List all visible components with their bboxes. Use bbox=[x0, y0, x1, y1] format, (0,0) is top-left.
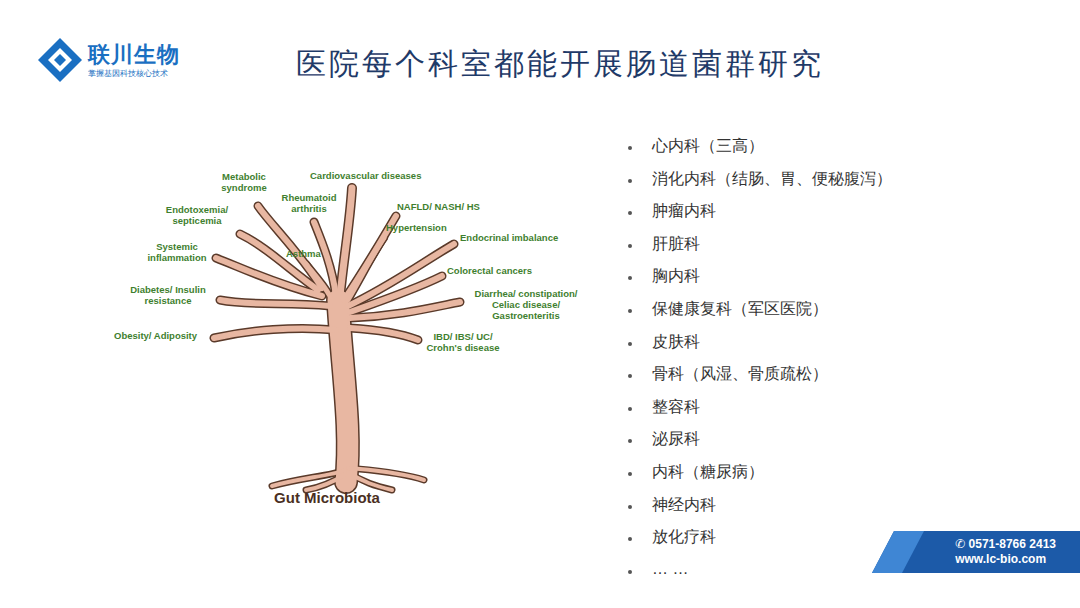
bullet-dot bbox=[628, 244, 632, 248]
logo-name: 联川生物 bbox=[88, 40, 208, 70]
bullet-dot bbox=[628, 537, 632, 541]
list-item: 心内科（三高） bbox=[652, 136, 764, 157]
disease-label: Systemic inflammation bbox=[142, 242, 212, 264]
disease-label: Rheumatoid arthritis bbox=[278, 193, 340, 215]
logo-icon bbox=[38, 38, 82, 82]
bullet-dot bbox=[628, 570, 632, 574]
bullet-dot bbox=[628, 146, 632, 150]
bullet-dot bbox=[628, 211, 632, 215]
tree-root-label: Gut Microbiota bbox=[252, 489, 402, 506]
list-item: 神经内科 bbox=[652, 495, 716, 516]
list-item: 皮肤科 bbox=[652, 332, 700, 353]
bullet-dot bbox=[628, 439, 632, 443]
bullet-dot bbox=[628, 179, 632, 183]
bullet-dot bbox=[628, 374, 632, 378]
list-item: 内科（糖尿病） bbox=[652, 462, 764, 483]
disease-label: Cardiovascular diseases bbox=[310, 171, 434, 182]
list-item: 肿瘤内科 bbox=[652, 201, 716, 222]
list-item: 泌尿科 bbox=[652, 429, 700, 450]
disease-label: Colorectal cancers bbox=[447, 266, 547, 277]
disease-label: Metabolic syndrome bbox=[215, 172, 273, 194]
bullet-dot bbox=[628, 505, 632, 509]
disease-label: Diarrhea/ constipation/ Celiac disease/ … bbox=[465, 289, 587, 322]
disease-label: Hypertension bbox=[386, 223, 466, 234]
list-item: … … bbox=[652, 560, 688, 578]
bullet-dot bbox=[628, 472, 632, 476]
disease-label: Asthma bbox=[286, 249, 326, 260]
list-item: 整容科 bbox=[652, 397, 700, 418]
phone-number: ✆ 0571-8766 2413 bbox=[955, 537, 1056, 552]
list-item: 肝脏科 bbox=[652, 234, 700, 255]
list-item: 放化疗科 bbox=[652, 527, 716, 548]
list-item: 骨科（风湿、骨质疏松） bbox=[652, 364, 828, 385]
website: www.lc-bio.com bbox=[955, 552, 1056, 567]
bullet-dot bbox=[628, 276, 632, 280]
list-item: 保健康复科（军区医院） bbox=[652, 299, 828, 320]
logo-slogan: 掌握基因科技核心技术 bbox=[88, 68, 228, 79]
disease-label: Obesity/ Adiposity bbox=[114, 331, 214, 342]
contact-text: ✆ 0571-8766 2413www.lc-bio.com bbox=[955, 537, 1056, 567]
disease-label: IBD/ IBS/ UC/ Crohn's disease bbox=[422, 332, 504, 354]
bullet-dot bbox=[628, 342, 632, 346]
list-item: 消化内科（结肠、胃、便秘腹泻） bbox=[652, 169, 892, 190]
disease-label: Diabetes/ Insulin resistance bbox=[122, 285, 214, 307]
bullet-dot bbox=[628, 407, 632, 411]
list-item: 胸内科 bbox=[652, 266, 700, 287]
contact-band: ✆ 0571-8766 2413www.lc-bio.com bbox=[872, 531, 1080, 573]
bullet-dot bbox=[628, 309, 632, 313]
disease-label: Endocrinal imbalance bbox=[460, 233, 570, 244]
disease-label: NAFLD/ NASH/ HS bbox=[397, 202, 497, 213]
disease-label: Endotoxemia/ septicemia bbox=[158, 205, 236, 227]
